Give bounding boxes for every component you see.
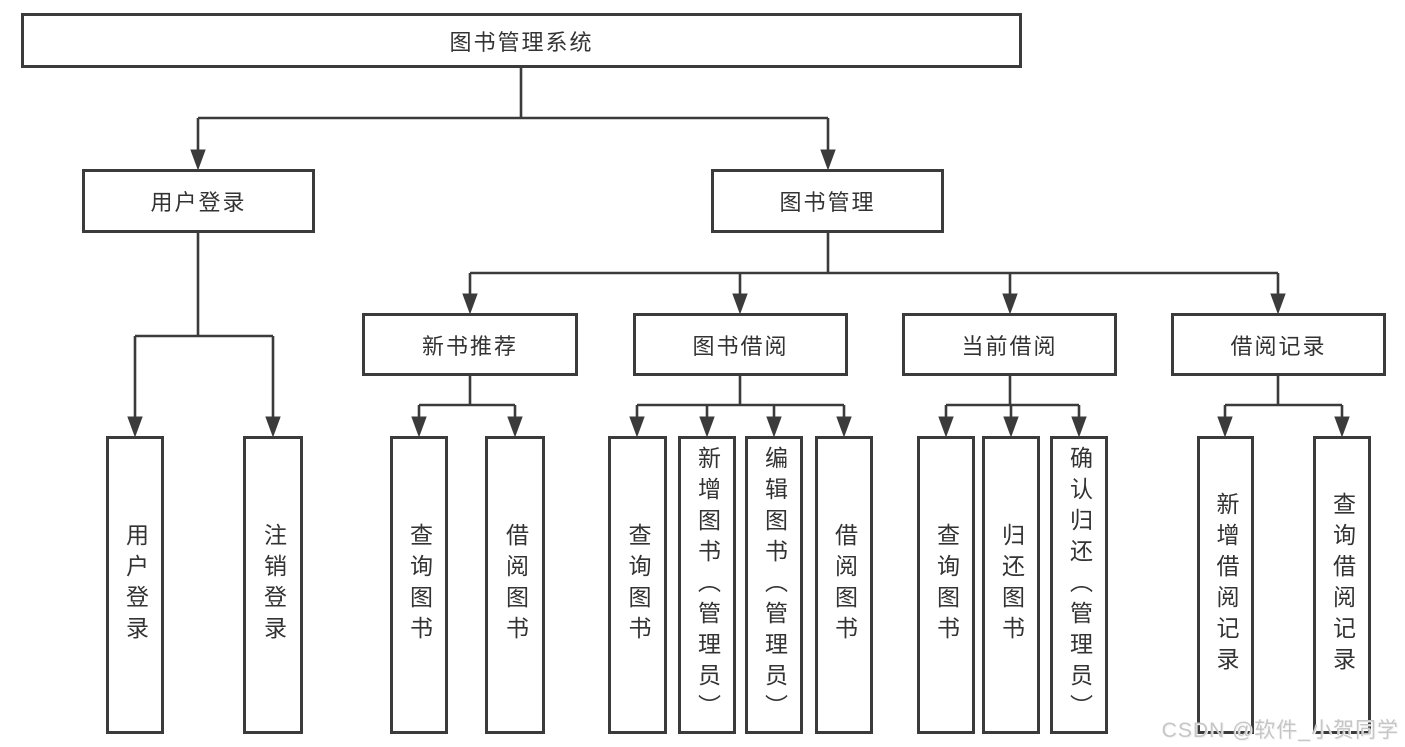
node-new-book-recommend: 新书推荐 <box>362 313 578 376</box>
leaf-edit-books-admin: 编辑图书（管理员） <box>745 436 803 734</box>
connector-borrow-record-split <box>1217 376 1350 438</box>
leaf-confirm-return-admin: 确认归还（管理员） <box>1050 436 1108 734</box>
leaf-current-query-books: 查询图书 <box>917 436 975 734</box>
connector-current-borrow-split <box>938 376 1087 438</box>
node-user-login: 用户登录 <box>82 169 315 233</box>
leaf-logout: 注销登录 <box>243 436 303 734</box>
leaf-user-login: 用户登录 <box>106 436 164 734</box>
node-root-system: 图书管理系统 <box>21 13 1022 68</box>
node-book-borrow: 图书借阅 <box>633 313 848 376</box>
connector-book-borrow-split <box>629 376 852 438</box>
leaf-add-borrow-record: 新增借阅记录 <box>1197 436 1254 734</box>
leaf-return-books: 归还图书 <box>982 436 1040 734</box>
leaf-newbook-borrow-books: 借阅图书 <box>485 436 545 734</box>
leaf-query-borrow-record: 查询借阅记录 <box>1313 436 1371 734</box>
leaf-newbook-query-books: 查询图书 <box>390 436 448 734</box>
node-current-borrow: 当前借阅 <box>902 313 1117 376</box>
connector-user-login-split <box>127 233 281 438</box>
connector-root-split <box>190 68 836 171</box>
connector-new-book-split <box>411 376 523 438</box>
csdn-watermark: CSDN @软件_小贺同学 <box>1161 719 1399 742</box>
node-borrow-record: 借阅记录 <box>1171 313 1386 376</box>
node-book-management: 图书管理 <box>711 169 944 233</box>
leaf-borrow-query-books: 查询图书 <box>608 436 667 734</box>
leaf-borrow-books: 借阅图书 <box>815 436 873 734</box>
connector-book-mgmt-split <box>462 233 1286 315</box>
leaf-add-books-admin: 新增图书（管理员） <box>678 436 736 734</box>
